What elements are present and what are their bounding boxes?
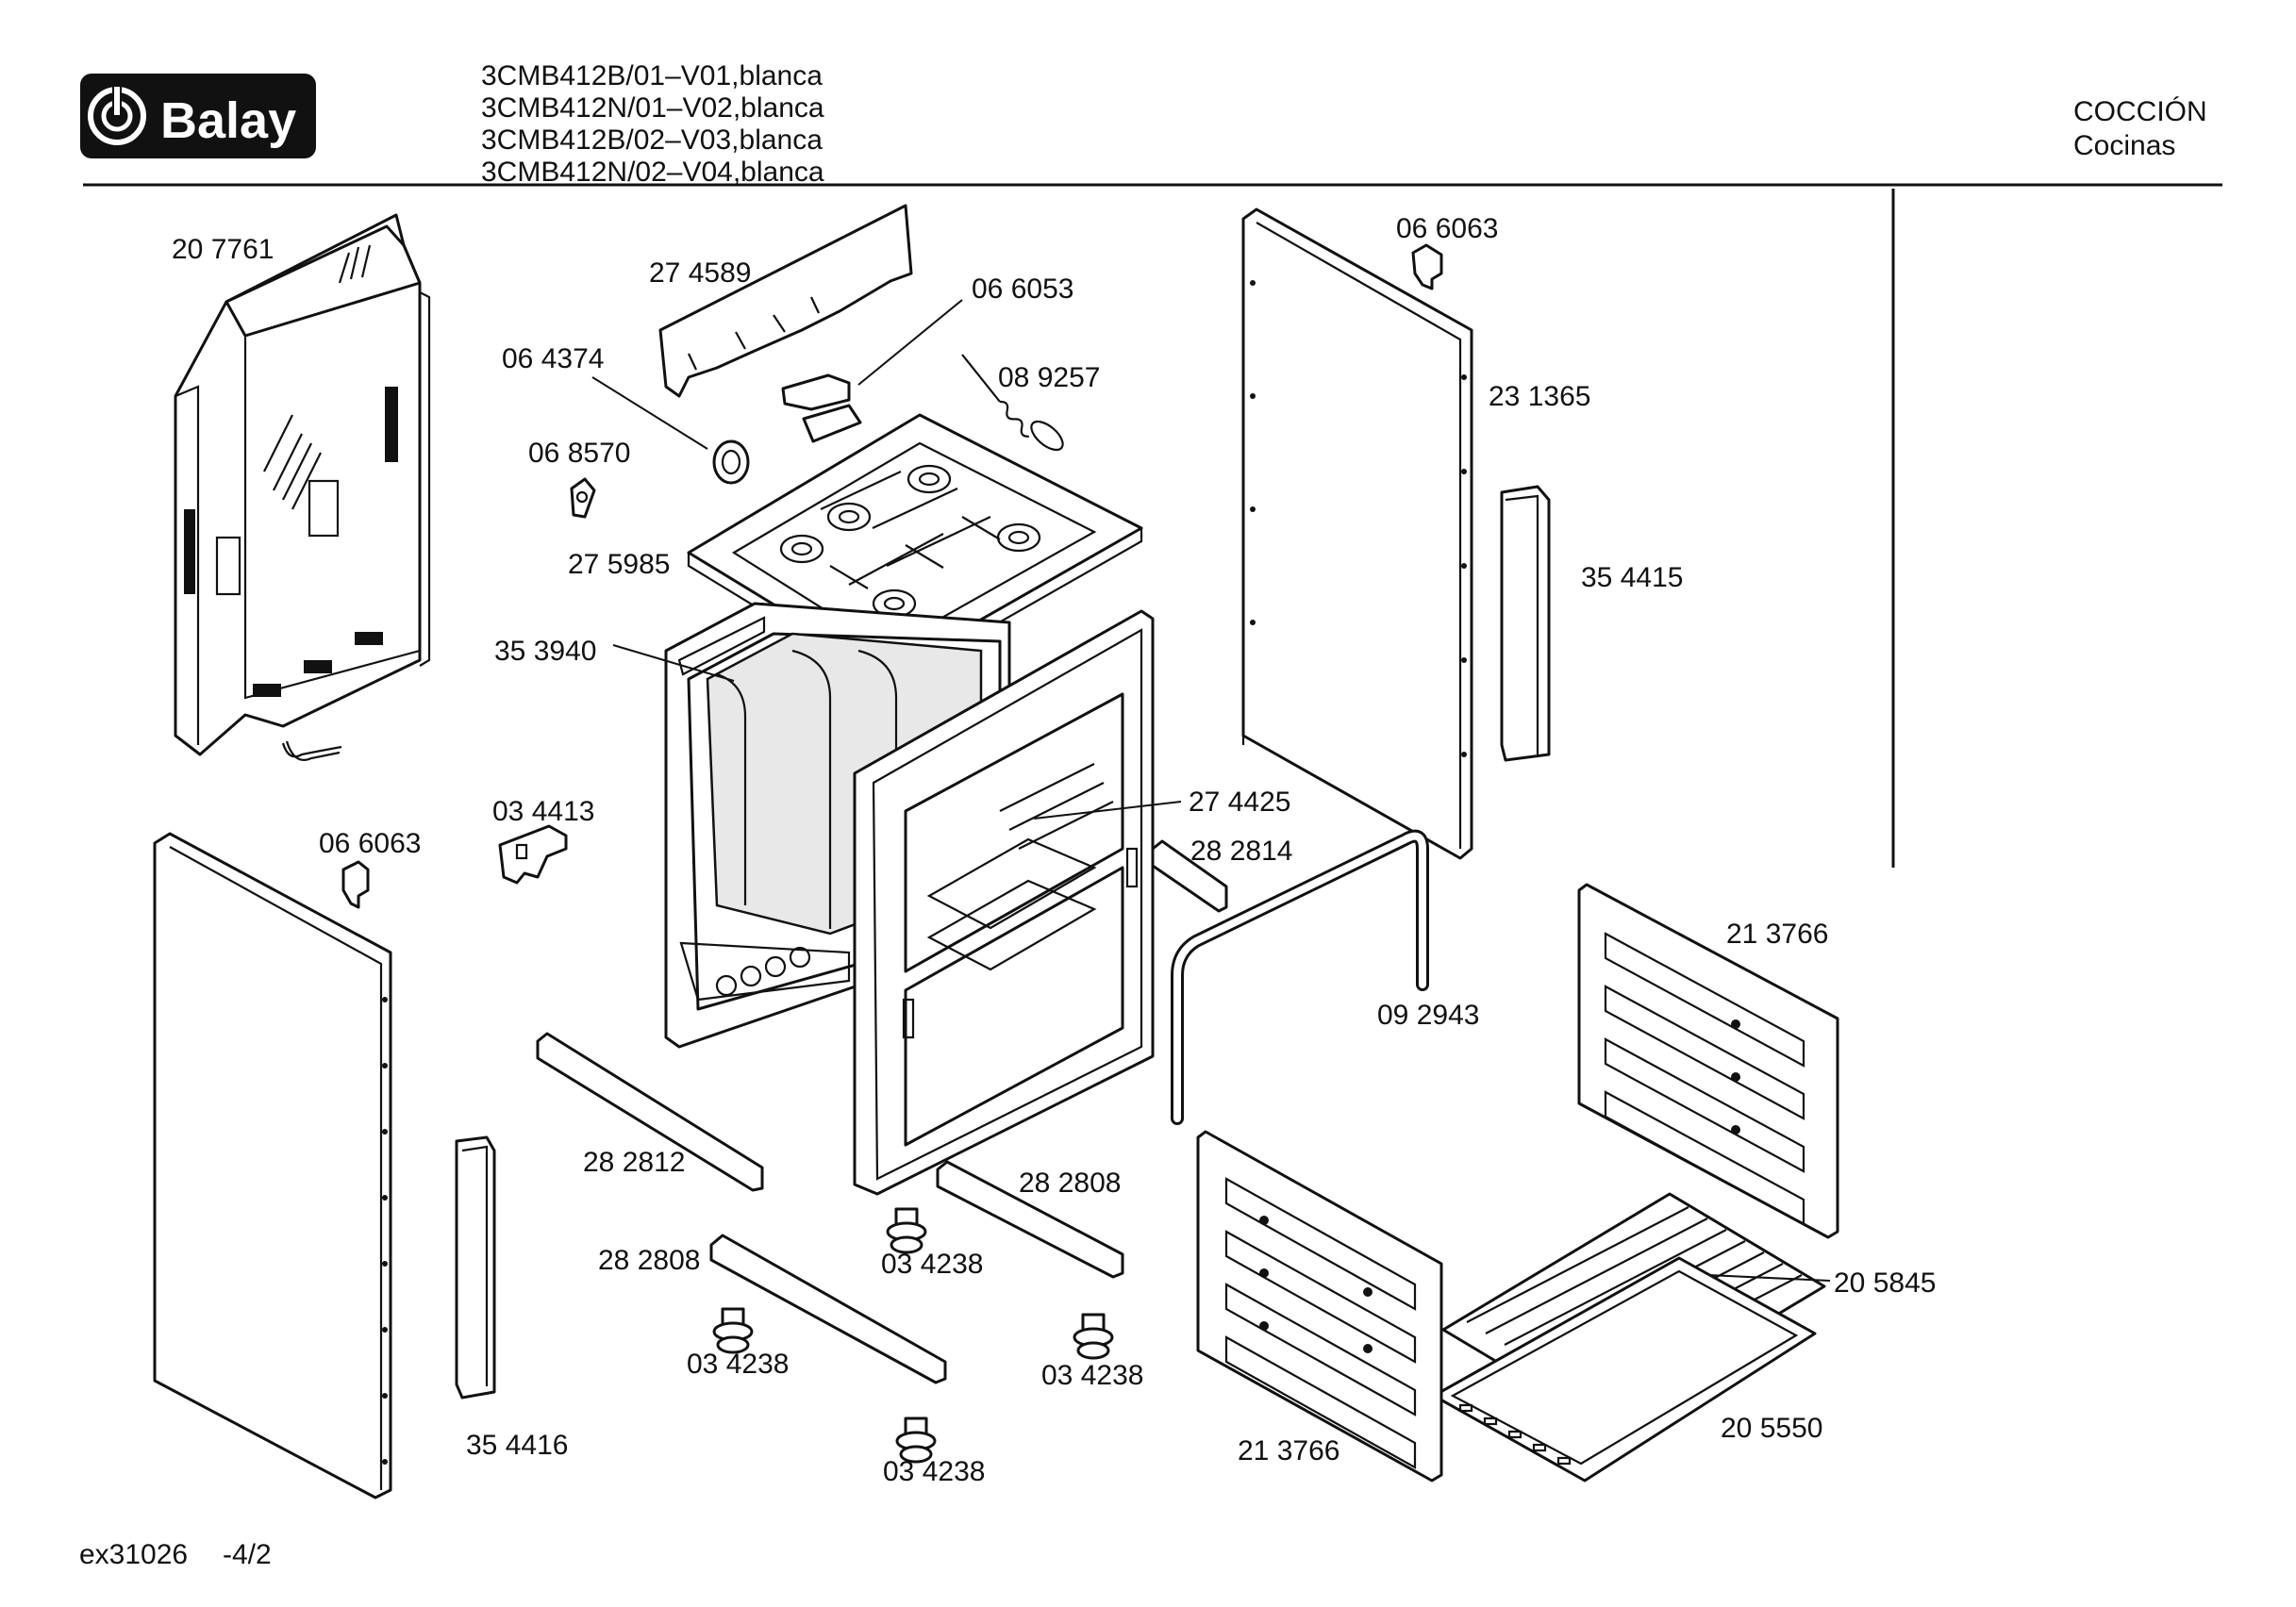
brand-logo: Balay [80,74,316,158]
label-066063-top: 06 6063 [1396,213,1498,244]
part-rear-bracket [658,204,913,398]
category-subtitle: Cocinas [2073,130,2175,161]
part-left-side-panel [153,832,392,1499]
model-line-1: 3CMB412B/01–V01,blanca [481,60,823,91]
label-274589: 27 4589 [649,257,751,289]
part-clip [570,477,596,519]
part-shelf-support-right [1577,883,1839,1239]
label-066053: 06 6053 [972,273,1073,305]
model-line-3: 3CMB412B/02–V03,blanca [481,124,823,156]
part-side-clip-left [341,860,370,909]
label-275985: 27 5985 [568,549,670,580]
label-231365: 23 1365 [1489,381,1590,412]
part-side-clip-top [1411,243,1443,290]
label-034238-4: 03 4238 [883,1456,985,1487]
part-shelf-support-left [1196,1130,1443,1483]
label-282814: 28 2814 [1190,836,1292,867]
label-207761: 20 7761 [172,234,274,265]
part-hinge-clip [781,299,963,443]
label-353940: 35 3940 [494,636,596,667]
label-205845: 20 5845 [1834,1267,1936,1299]
label-089257: 08 9257 [998,362,1100,393]
part-foot-4 [895,1416,937,1464]
part-rail-left [536,1032,764,1192]
category-title: COCCIÓN [2073,96,2207,127]
label-354415: 35 4415 [1581,562,1683,593]
label-034238-1: 03 4238 [881,1249,983,1280]
part-oven-muffle [853,609,1182,1196]
label-274425: 27 4425 [1189,787,1290,818]
label-034238-3: 03 4238 [1041,1360,1143,1391]
label-213766-top: 21 3766 [1726,919,1828,950]
footer-page: -4/2 [223,1539,272,1570]
label-282808-right: 28 2808 [1019,1168,1121,1199]
label-064374: 06 4374 [502,343,604,374]
label-034413: 03 4413 [492,796,594,827]
model-line-4: 3CMB412N/02–V04,blanca [481,157,824,188]
part-rail-right [1151,839,1228,913]
label-205550: 20 5550 [1721,1413,1822,1444]
part-right-side-panel [1241,207,1473,860]
part-foot-1 [886,1207,927,1254]
part-base-rail-back [709,1234,947,1384]
part-spring [961,354,1064,452]
label-213766-bottom: 21 3766 [1238,1435,1339,1466]
label-282812: 28 2812 [583,1147,685,1178]
label-282808-left: 28 2808 [598,1245,700,1276]
label-354416: 35 4416 [466,1430,568,1461]
part-baking-tray [1432,1256,1817,1483]
part-door-seal [1171,829,1429,1125]
part-grommet [591,376,750,485]
part-foot-3 [1073,1313,1114,1360]
footer-code: ex31026 [79,1539,188,1570]
part-right-trim [1500,485,1551,762]
part-back-panel [174,213,431,761]
label-068570: 06 8570 [528,438,630,469]
part-foot-2 [712,1307,754,1354]
part-connector [498,824,568,885]
label-034238-2: 03 4238 [687,1349,789,1380]
label-066063-left: 06 6063 [319,828,421,859]
brand-name: Balay [160,92,296,149]
label-092943: 09 2943 [1377,1000,1479,1031]
part-base-rail-front [936,1160,1124,1279]
part-left-trim [455,1135,496,1400]
model-line-2: 3CMB412N/01–V02,blanca [481,92,824,124]
